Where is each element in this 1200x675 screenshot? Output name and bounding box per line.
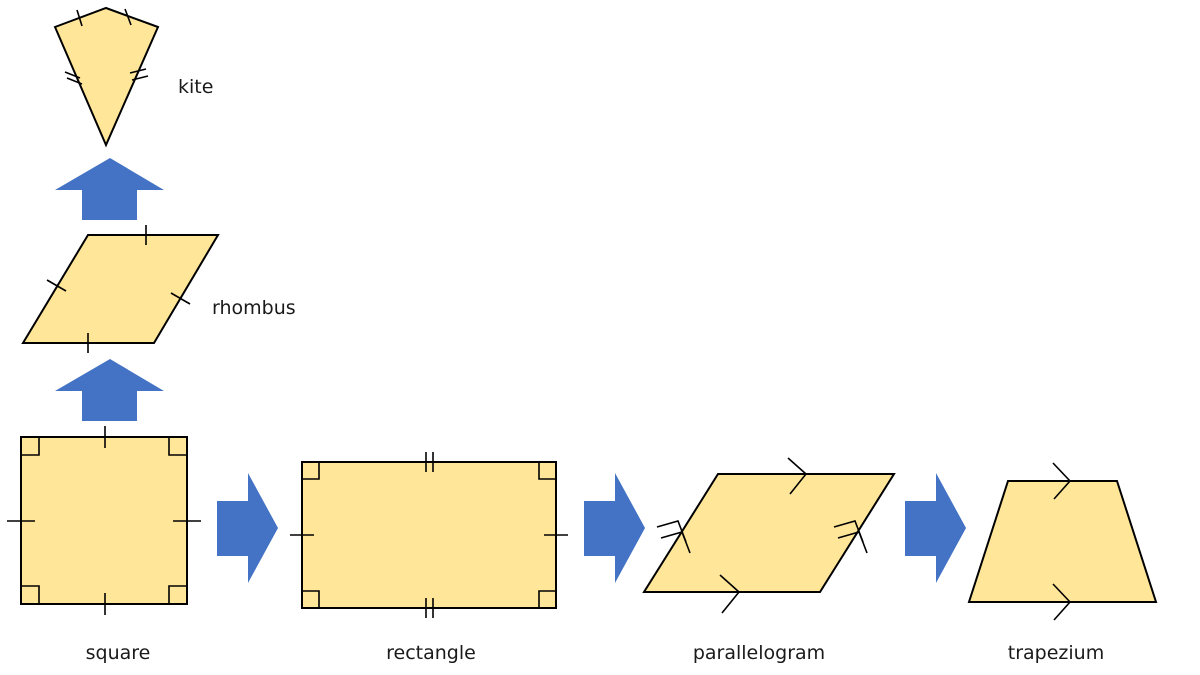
right-arrow-rectangle-to-parallelogram bbox=[584, 473, 645, 583]
trapezium-label: trapezium bbox=[1008, 642, 1104, 664]
rhombus-label: rhombus bbox=[212, 297, 296, 319]
parallelogram-label: parallelogram bbox=[693, 642, 825, 664]
rectangle-tick-marks bbox=[290, 452, 568, 618]
right-arrow-parallelogram-to-trapezium bbox=[905, 473, 966, 583]
square-right-angle-marks bbox=[21, 437, 187, 604]
kite-label: kite bbox=[178, 76, 213, 98]
trapezium-shape bbox=[967, 480, 1158, 603]
square-group: square bbox=[7, 426, 201, 664]
trapezium-group: trapezium bbox=[967, 462, 1158, 664]
rhombus-shape bbox=[21, 234, 220, 344]
parallelogram-group: parallelogram bbox=[642, 457, 896, 664]
rectangle-right-angle-marks bbox=[302, 462, 556, 608]
right-arrow-square-to-rectangle bbox=[217, 473, 278, 583]
rhombus-group: rhombus bbox=[21, 225, 296, 353]
up-arrow-square-to-rhombus bbox=[55, 359, 164, 421]
kite-group: kite bbox=[53, 6, 213, 148]
rectangle-label: rectangle bbox=[386, 642, 476, 664]
trapezium-parallel-marks bbox=[1052, 462, 1072, 621]
square-shape bbox=[20, 436, 188, 605]
rectangle-group: rectangle bbox=[290, 452, 568, 664]
square-label: square bbox=[86, 642, 151, 664]
parallelogram-parallel-marks bbox=[656, 457, 868, 614]
rhombus-tick-marks bbox=[46, 225, 191, 353]
square-tick-marks bbox=[7, 426, 201, 615]
parallelogram-shape bbox=[642, 473, 896, 593]
up-arrow-rhombus-to-kite bbox=[55, 158, 164, 220]
rectangle-shape bbox=[301, 461, 557, 609]
kite-tick-marks bbox=[64, 8, 149, 85]
kite-shape bbox=[53, 6, 160, 148]
